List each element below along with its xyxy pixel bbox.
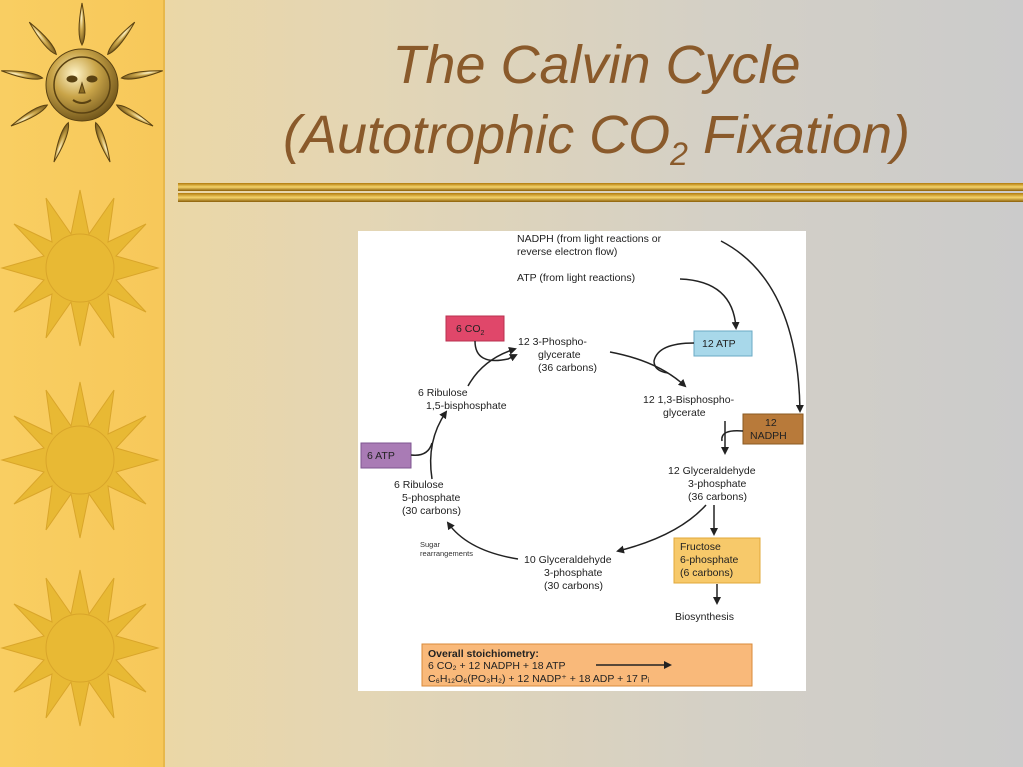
title-line-2-prefix: (Autotrophic CO [282, 105, 671, 165]
pga-to-bpg-arrow [609, 351, 687, 388]
metallic-sun-face-icon [1, 2, 163, 163]
stoichiometry-title: Overall stoichiometry: [428, 648, 539, 660]
sidebar-divider [163, 0, 165, 767]
nadph-source-label-2: reverse electron flow) [517, 246, 617, 258]
yellow-star-sun-icon [0, 569, 160, 727]
rubp-label-2: 1,5-bisphosphate [426, 400, 507, 412]
nadph-source-label-1: NADPH (from light reactions or [517, 233, 662, 245]
sidebar [0, 0, 163, 767]
pga-label-1: 12 3-Phospho- [518, 336, 587, 348]
title-line-2: (Autotrophic CO2 Fixation) [170, 100, 1023, 189]
g3p12-to-g3p10-arrow [616, 504, 707, 554]
bpg-label-2: glycerate [663, 407, 706, 419]
ru5p-label-3: (30 carbons) [402, 505, 461, 517]
g3p10-label-2: 3-phosphate [544, 567, 603, 579]
title-line-2-suffix: Fixation) [687, 105, 911, 165]
sugar-label-1: Sugar [420, 540, 441, 549]
fructose-box [673, 537, 761, 584]
title-subscript: 2 [670, 135, 688, 172]
stoichiometry-line-2: C₆H₁₂O₆(PO₃H₂) + 12 NADP⁺ + 18 ADP + 17 … [428, 673, 650, 685]
g3p12-label-3: (36 carbons) [688, 491, 747, 503]
atp6-box [360, 442, 412, 469]
ru5p-label-1: 6 Ribulose [394, 479, 444, 491]
g3p12-label-2: 3-phosphate [688, 478, 747, 490]
ru5p-to-rubp-arrow [429, 410, 448, 480]
pga-label-2: glycerate [538, 349, 581, 361]
atp-arrow [679, 278, 740, 330]
nadph12-box [742, 413, 804, 445]
g3p10-label-3: (30 carbons) [544, 580, 603, 592]
fructose-label-2: 6-phosphate [680, 554, 739, 566]
yellow-star-sun-icon [0, 189, 160, 347]
pga-label-3: (36 carbons) [538, 362, 597, 374]
nadph12-arrow [721, 429, 744, 442]
atp12-label: 12 ATP [702, 338, 736, 350]
stoichiometry-line-1: 6 CO₂ + 12 NADPH + 18 ATP [428, 660, 566, 672]
fructose-label-1: Fructose [680, 541, 721, 553]
rubp-to-pga-arrow [467, 346, 517, 387]
calvin-cycle-figure: NADPH (from light reactions or reverse e… [358, 231, 806, 691]
atp6-label: 6 ATP [367, 450, 395, 462]
rubp-label-1: 6 Ribulose [418, 387, 468, 399]
co2-label: 6 CO2 [456, 323, 485, 337]
fructose-label-3: (6 carbons) [680, 567, 733, 579]
biosynthesis-label: Biosynthesis [675, 611, 734, 623]
atp12-arrow [653, 342, 695, 374]
ru5p-label-2: 5-phosphate [402, 492, 461, 504]
bpg-label-1: 12 1,3-Bisphospho- [643, 394, 735, 406]
title-line-1: The Calvin Cycle [392, 35, 801, 95]
sugar-label-2: rearrangements [420, 549, 473, 558]
co2-arrow [474, 340, 518, 362]
stoichiometry-box [421, 643, 753, 687]
g3p10-label-1: 10 Glyceraldehyde [524, 554, 612, 566]
slide-title: The Calvin Cycle (Autotrophic CO2 Fixati… [170, 30, 1023, 189]
co2-box [445, 315, 505, 342]
nadph12-label-1: 12 [765, 417, 777, 429]
atp-source-label: ATP (from light reactions) [517, 272, 635, 284]
yellow-star-sun-icon [0, 381, 160, 539]
atp6-arrow [410, 442, 433, 456]
g3p10-to-ru5p-arrow [446, 521, 519, 560]
title-underline-rule [178, 183, 1023, 202]
nadph-arrow [720, 240, 804, 413]
nadph12-label-2: NADPH [750, 430, 787, 442]
g3p12-label-1: 12 Glyceraldehyde [668, 465, 756, 477]
atp12-box [693, 330, 753, 357]
